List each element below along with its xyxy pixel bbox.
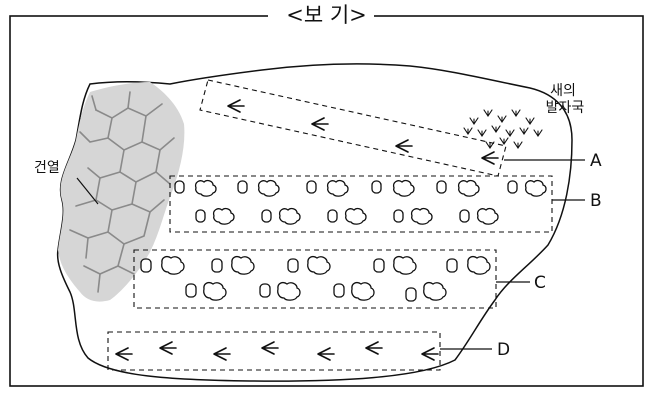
label-crack: 건열 — [34, 160, 60, 176]
label-d: D — [497, 340, 510, 360]
track-band-d — [107, 331, 441, 371]
label-a: A — [590, 151, 602, 171]
bird-footprints-cluster — [463, 109, 543, 149]
title-gap — [268, 10, 374, 22]
track-c-footprints — [140, 256, 491, 302]
track-d-footprints — [115, 341, 439, 361]
label-bird-line2: 발자국 — [546, 100, 585, 116]
mud-crack-area — [58, 82, 185, 302]
label-b: B — [590, 191, 602, 211]
label-c: C — [534, 273, 546, 293]
leader-lines — [76, 159, 585, 350]
track-band-c — [133, 249, 497, 309]
label-bird-line1: 새의 — [550, 83, 576, 99]
track-a-footprints — [227, 99, 499, 165]
track-band-b — [169, 175, 553, 233]
track-b-footprints — [174, 179, 547, 225]
